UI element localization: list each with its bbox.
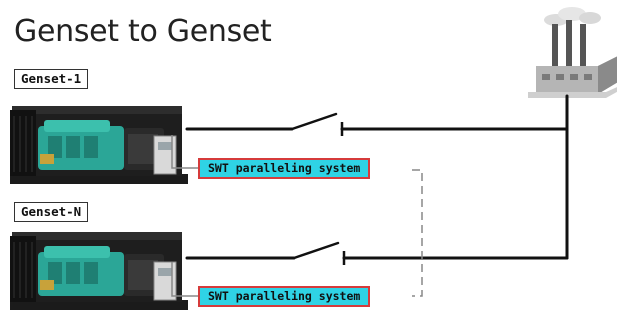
genset-1-label: Genset-1 bbox=[14, 69, 89, 89]
controller-wiring bbox=[171, 135, 200, 297]
comm-link bbox=[412, 169, 423, 297]
diagram-title: Genset to Genset bbox=[14, 14, 272, 49]
factory-icon bbox=[528, 7, 617, 98]
generator-icon bbox=[9, 105, 189, 185]
generator-icon bbox=[9, 231, 189, 311]
swt-controller-n: SWT paralleling system bbox=[198, 286, 371, 307]
breaker-switch-icon bbox=[290, 112, 338, 131]
breaker-switch-icon bbox=[292, 241, 340, 260]
genset-n-label: Genset-N bbox=[14, 202, 89, 222]
power-bus bbox=[185, 94, 569, 260]
swt-controller-1: SWT paralleling system bbox=[198, 158, 371, 179]
